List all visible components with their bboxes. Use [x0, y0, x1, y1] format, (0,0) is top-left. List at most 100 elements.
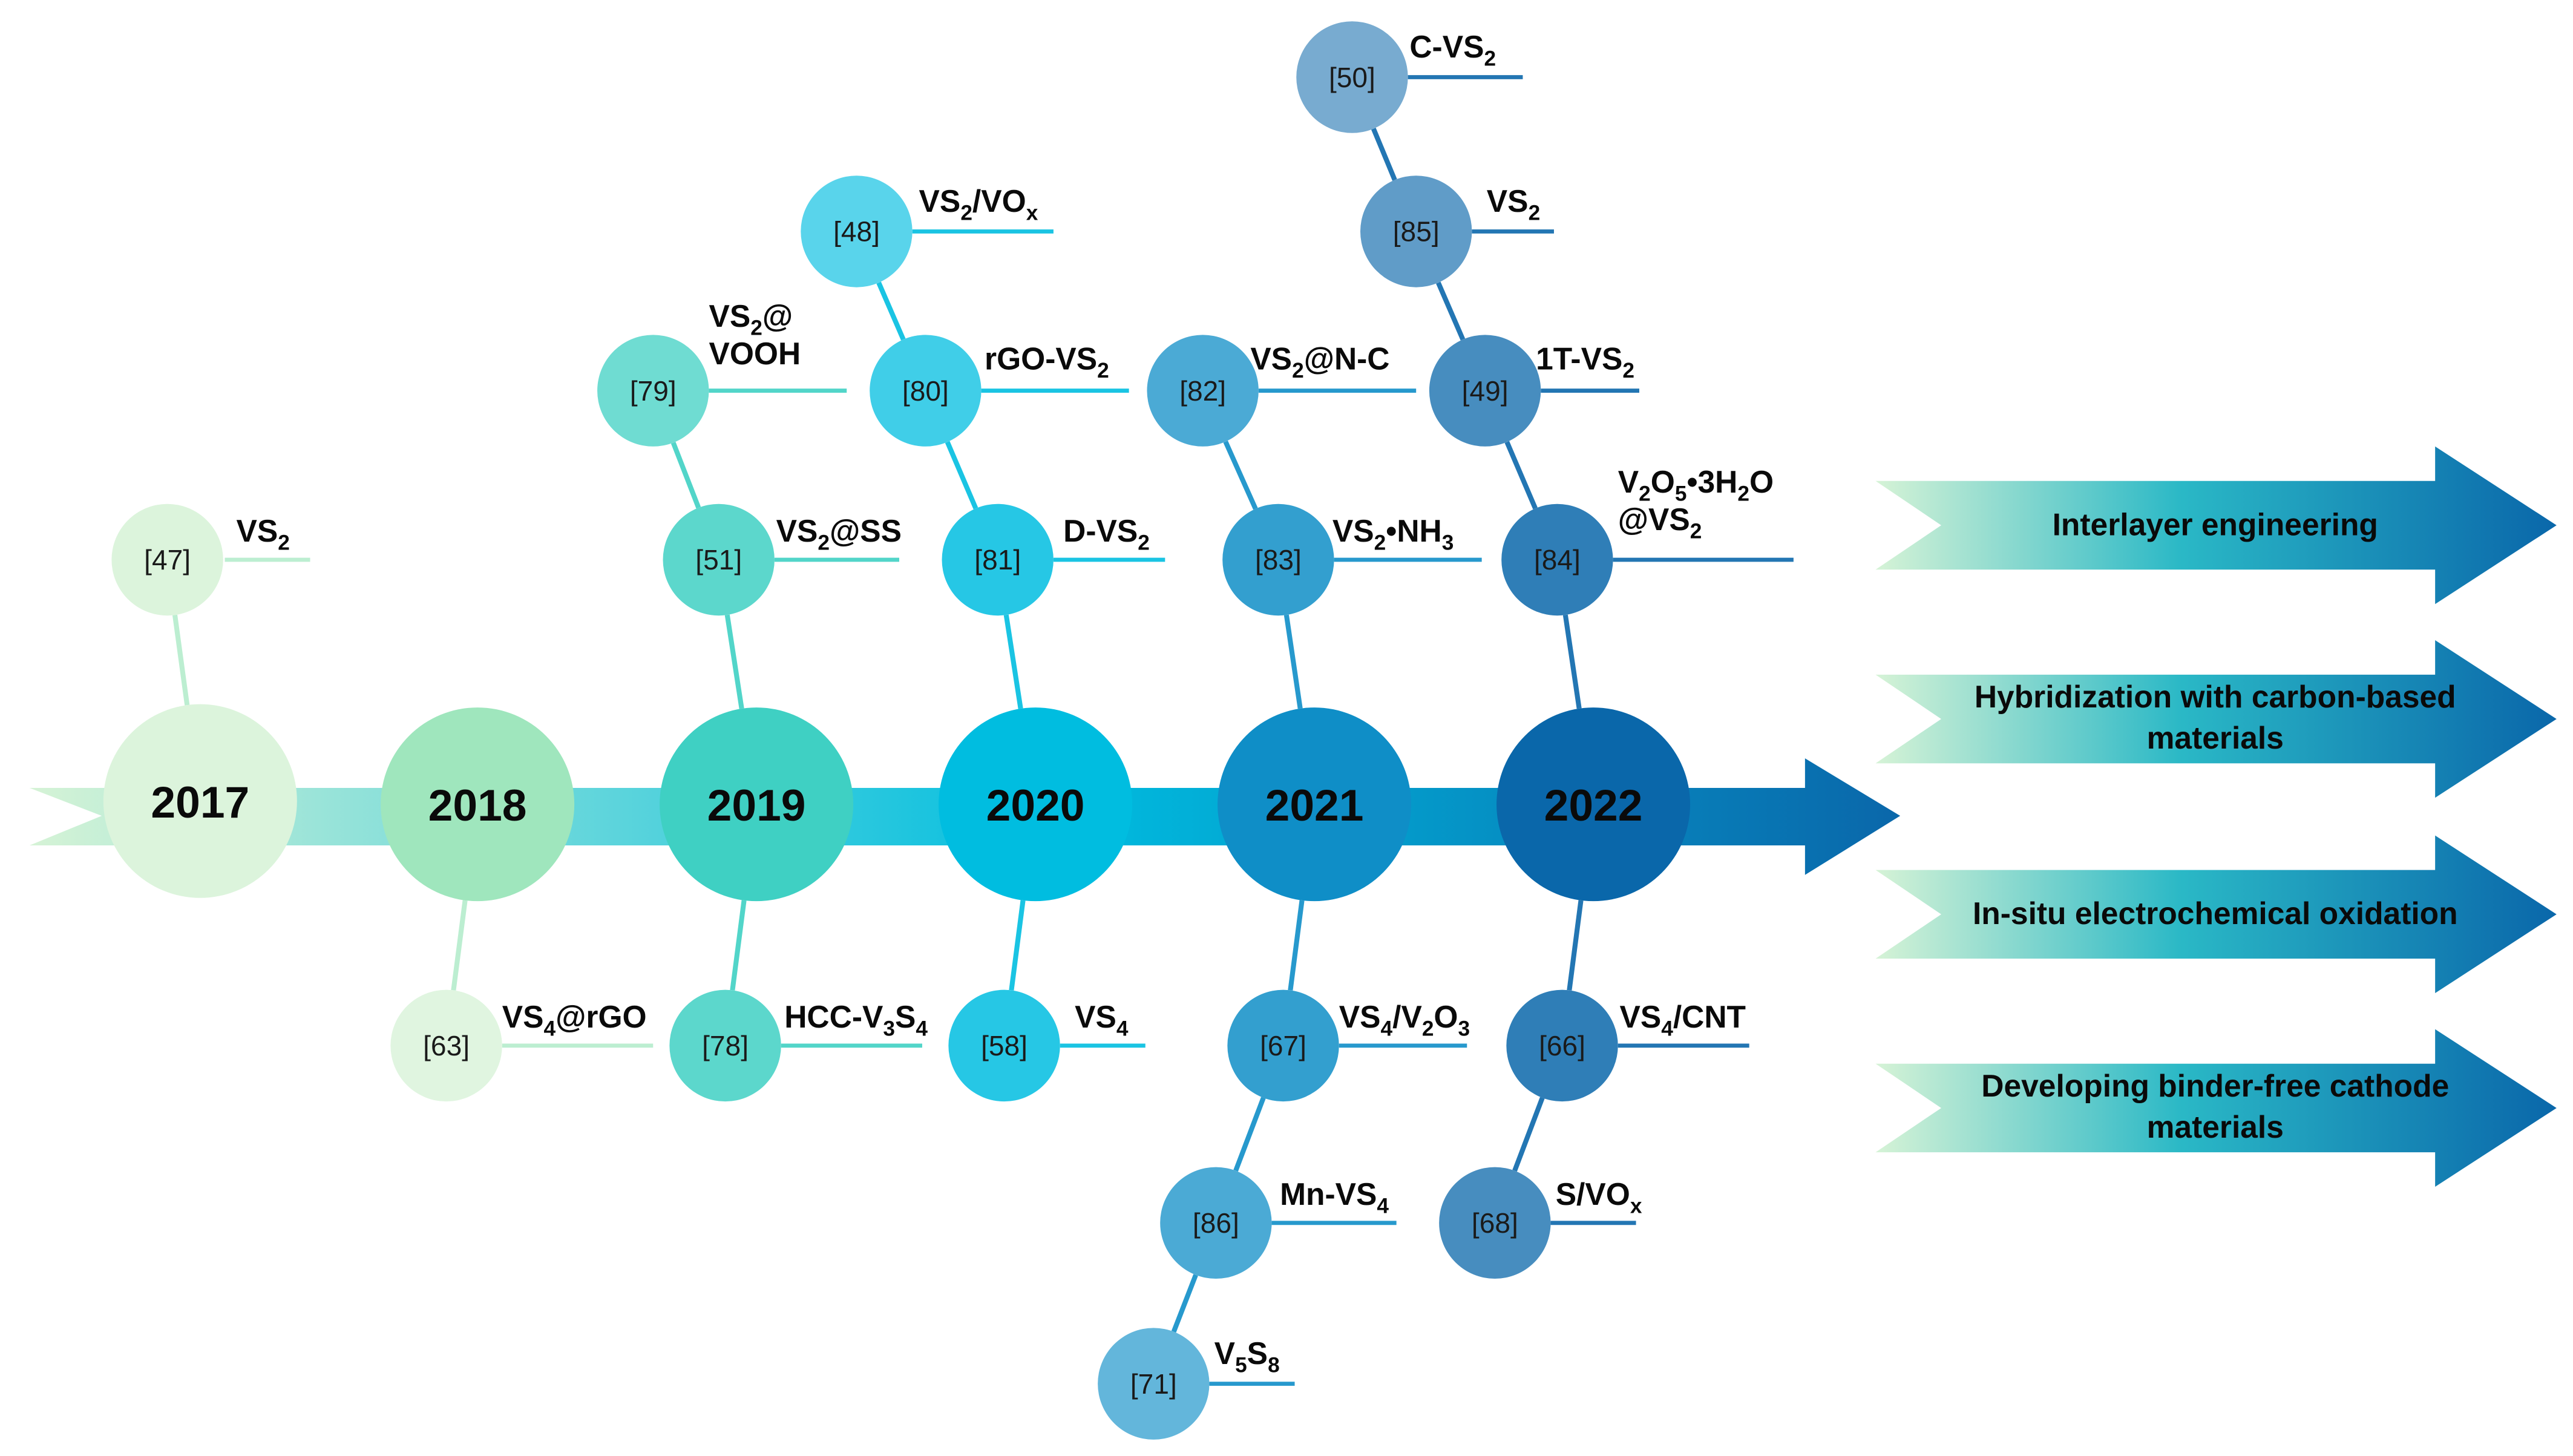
ref-number-82: [82] — [1179, 375, 1226, 407]
material-label-86: Mn-VS4 — [1280, 1178, 1389, 1218]
strategy-label-1: Interlayer engineering — [2052, 508, 2378, 543]
connector-58 — [1009, 900, 1026, 991]
ref-circle-79 — [597, 335, 709, 447]
ref-circle-78 — [669, 989, 781, 1102]
ref-circle-49 — [1429, 335, 1541, 447]
year-circle-2017 — [103, 704, 297, 898]
ref-circle-47 — [111, 503, 223, 616]
ref-number-47: [47] — [144, 544, 191, 576]
material-label-83: VS2•NH3 — [1332, 515, 1454, 555]
connector-78 — [730, 900, 747, 991]
ref-number-79: [79] — [630, 375, 677, 407]
material-label-84: V2O5•3H2O@VS2 — [1618, 466, 1774, 543]
node-layer: [47] [63] [51] [79] [78] [81] [80] [48] [58] [83]… — [111, 21, 1618, 1440]
strategy-label-4: Developing binder-free cathode materials — [1981, 1070, 2450, 1146]
connector-47 — [172, 614, 190, 706]
strategy-arrow-layer — [1875, 446, 2557, 1187]
year-label-2022: 2022 — [1544, 781, 1643, 830]
material-label-68: S/VOx — [1555, 1178, 1642, 1218]
ref-number-83: [83] — [1255, 544, 1302, 576]
year-circle-2019 — [660, 707, 854, 902]
connector-63 — [451, 900, 468, 991]
ref-number-85: [85] — [1393, 216, 1440, 248]
ref-number-78: [78] — [702, 1030, 749, 1061]
year-label-2018: 2018 — [428, 781, 527, 830]
material-label-58: VS4 — [1075, 1001, 1129, 1041]
material-label-66: VS4/CNT — [1619, 1001, 1746, 1041]
material-label-63: VS4@rGO — [502, 1001, 647, 1041]
connector-85 — [1436, 281, 1466, 341]
material-label-79: VS2@VOOH — [709, 300, 801, 373]
ref-circle-82 — [1147, 335, 1259, 447]
strategy-label-2: Hybridization with carbon-based material… — [1974, 681, 2456, 757]
connector-84 — [1562, 614, 1582, 709]
connector-71 — [1171, 1274, 1198, 1333]
connector-layer — [172, 75, 1794, 1386]
year-circle-2021 — [1218, 707, 1412, 902]
ref-circle-58 — [948, 989, 1060, 1102]
ref-circle-85 — [1360, 175, 1472, 287]
connector-67 — [1288, 900, 1305, 991]
ref-number-81: [81] — [974, 544, 1021, 576]
ref-circle-68 — [1439, 1167, 1551, 1279]
material-label-50: C-VS2 — [1409, 31, 1496, 71]
material-label-51: VS2@SS — [776, 515, 902, 555]
strategy-arrow-1 — [1875, 446, 2557, 605]
ref-circle-50 — [1296, 21, 1408, 133]
connector-86 — [1233, 1097, 1266, 1172]
ref-number-63: [63] — [423, 1030, 470, 1061]
connector-79 — [670, 442, 701, 509]
year-label-2021: 2021 — [1265, 781, 1364, 830]
ref-number-68: [68] — [1472, 1207, 1518, 1239]
strategy-arrow-4 — [1875, 1029, 2557, 1187]
material-label-80: rGO-VS2 — [985, 343, 1109, 383]
material-label-71: V5S8 — [1214, 1337, 1280, 1377]
strategy-arrow-3 — [1875, 835, 2557, 994]
material-label-85: VS2 — [1486, 185, 1541, 225]
connector-50 — [1371, 128, 1397, 181]
connector-51 — [724, 614, 744, 709]
ref-circle-80 — [870, 335, 982, 447]
material-label-47: VS2 — [236, 515, 290, 555]
ref-circle-86 — [1160, 1167, 1272, 1279]
ref-number-86: [86] — [1193, 1207, 1239, 1239]
ref-circle-51 — [663, 503, 775, 616]
ref-number-71: [71] — [1130, 1368, 1177, 1400]
year-label-2017: 2017 — [151, 778, 249, 827]
year-circle-2018 — [381, 707, 575, 902]
connector-80 — [945, 441, 978, 510]
ref-circle-71 — [1098, 1328, 1210, 1440]
ref-number-58: [58] — [981, 1030, 1028, 1061]
connector-83 — [1283, 614, 1303, 709]
year-circle-2022 — [1496, 707, 1691, 902]
ref-circle-81 — [942, 503, 1054, 616]
material-label-81: D-VS2 — [1063, 515, 1150, 555]
material-label-49: 1T-VS2 — [1536, 343, 1634, 383]
connector-48 — [876, 281, 906, 341]
connector-82 — [1223, 441, 1258, 510]
ref-number-49: [49] — [1462, 375, 1509, 407]
material-label-67: VS4/V2O3 — [1339, 1001, 1470, 1041]
year-label-2019: 2019 — [707, 781, 806, 830]
connector-66 — [1567, 900, 1584, 991]
ref-circle-66 — [1506, 989, 1618, 1102]
ref-number-51: [51] — [695, 544, 742, 576]
ref-number-67: [67] — [1260, 1030, 1306, 1061]
ref-circle-48 — [801, 175, 913, 287]
ref-number-66: [66] — [1539, 1030, 1585, 1061]
connector-81 — [1003, 614, 1023, 709]
strategy-arrow-2 — [1875, 640, 2557, 798]
ref-number-48: [48] — [833, 216, 880, 248]
ref-number-80: [80] — [902, 375, 949, 407]
ref-circle-83 — [1222, 503, 1334, 616]
ref-circle-67 — [1227, 989, 1339, 1102]
ref-circle-63 — [390, 989, 502, 1102]
material-label-82: VS2@N-C — [1250, 343, 1390, 383]
strategy-label-3: In-situ electrochemical oxidation — [1972, 897, 2458, 932]
connector-68 — [1512, 1097, 1545, 1172]
material-label-48: VS2/VOx — [919, 185, 1038, 225]
ref-number-50: [50] — [1329, 62, 1375, 93]
